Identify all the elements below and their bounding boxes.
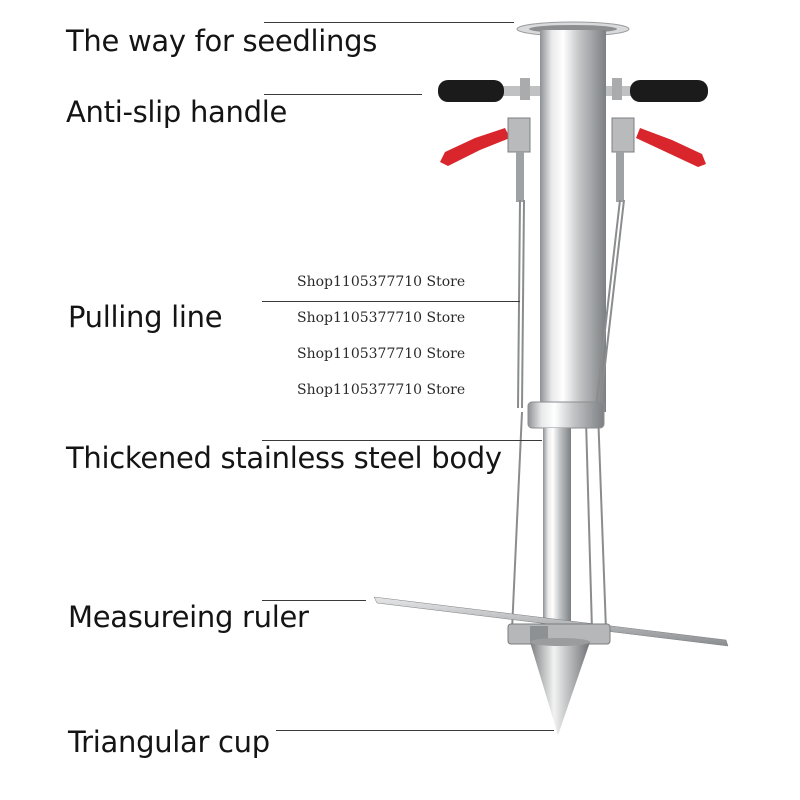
label-handle: Anti-slip handle [66,95,287,129]
watermark-line: Shop1105377710 Store [297,346,466,362]
watermark-line: Shop1105377710 Store [297,382,466,398]
leader-line-cup [276,730,554,731]
collar-band [527,401,605,429]
label-pulling: Pulling line [68,300,223,334]
lower-tube [543,428,571,628]
leader-line-seedlings [264,22,514,23]
base-bracket [507,623,611,645]
label-seedlings: The way for seedlings [66,24,378,58]
watermark-line: Shop1105377710 Store [297,274,466,290]
leader-line-handle [264,94,422,95]
label-ruler: Measureing ruler [68,600,309,634]
leader-line-pulling [262,301,520,302]
label-body: Thickened stainless steel body [66,441,502,475]
anti-slip-handle [438,78,708,102]
watermark-line: Shop1105377710 Store [297,310,466,326]
triangular-cup [530,642,590,735]
pulling-line [511,199,625,631]
red-lever [440,117,706,202]
leader-line-ruler [262,600,366,601]
main-tube [540,30,606,412]
label-cup: Triangular cup [68,725,270,759]
leader-line-body [262,440,542,441]
